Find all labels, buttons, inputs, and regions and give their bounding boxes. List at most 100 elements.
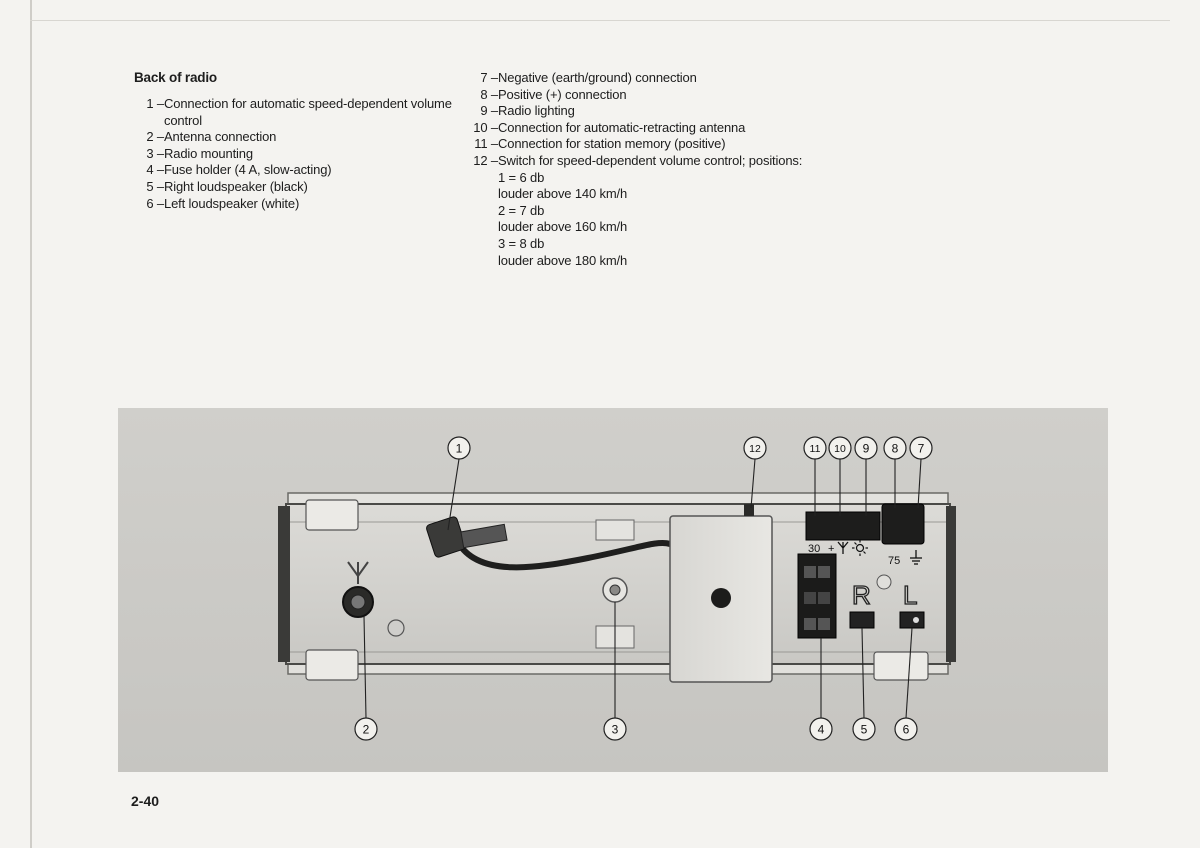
mounting-tab [305, 649, 359, 681]
scan-edge [30, 0, 32, 848]
legend-item: 9 –Radio lighting [440, 103, 818, 120]
switch-position-text: 2 = 7 db [498, 202, 545, 218]
legend-number: 7 – [480, 70, 498, 85]
speaker-left-label: L [903, 580, 917, 610]
left-edge-fins [278, 506, 290, 662]
terminal-7-8 [881, 503, 925, 545]
grounding-screw [387, 619, 405, 637]
lighting-symbol-icon [852, 540, 868, 556]
legend-item: 6 –Left loudspeaker (white) [120, 196, 464, 213]
antenna-symbol-icon [347, 561, 369, 584]
legend-text: Connection for station memory (positive) [498, 136, 726, 152]
legend-number: 1 – [146, 96, 164, 111]
svg-text:10: 10 [834, 443, 846, 455]
legend-item: 1 –Connection for automatic speed-depend… [120, 96, 464, 129]
callout-9: 9 [854, 436, 878, 460]
callout-2: 2 [354, 717, 378, 741]
left-speaker-socket [899, 611, 925, 629]
switch-position-line: louder above 140 km/h [440, 186, 818, 203]
callout-3: 3 [603, 717, 627, 741]
speaker-right-label: R [852, 580, 871, 610]
callout-12: 12 [743, 436, 767, 460]
svg-text:2: 2 [363, 723, 370, 737]
switch-position-line: 2 = 7 db [440, 203, 818, 220]
mounting-tab [305, 499, 359, 531]
legend-item: 7 –Negative (earth/ground) connection [440, 70, 818, 87]
terminal-75-label: 75 [888, 555, 900, 567]
switch-position-text: louder above 180 km/h [498, 252, 628, 268]
switch-position-text: 3 = 8 db [498, 235, 545, 251]
speaker-separator-screw [876, 574, 892, 590]
legend-text: Left loudspeaker (white) [164, 195, 300, 211]
switch-position-line: louder above 180 km/h [440, 253, 818, 270]
fuse-holder [797, 553, 837, 639]
svg-text:11: 11 [810, 443, 821, 455]
legend-number: 4 – [146, 162, 164, 178]
legend-number: 6 – [146, 195, 164, 211]
legend-text: Switch for speed-dependent volume contro… [498, 152, 803, 168]
right-speaker-socket [849, 611, 875, 629]
section-heading: Back of radio [134, 70, 217, 85]
legend-number: 2 – [146, 129, 164, 145]
svg-text:6: 6 [903, 723, 910, 737]
legend-left: 1 –Connection for automatic speed-depend… [120, 96, 464, 212]
callout-4: 4 [809, 717, 833, 741]
svg-text:9: 9 [863, 442, 870, 456]
legend-text: Radio lighting [498, 103, 575, 119]
callout-8: 8 [883, 436, 907, 460]
callout-5: 5 [852, 717, 876, 741]
switch-position-text: 1 = 6 db [498, 169, 545, 185]
callout-leader-lines [363, 458, 922, 719]
svg-text:1: 1 [456, 442, 463, 456]
legend-text: Positive (+) connection [498, 86, 627, 102]
switch-position-line: louder above 160 km/h [440, 219, 818, 236]
svg-text:3: 3 [612, 723, 619, 737]
terminal-block [805, 511, 881, 541]
legend-item: 4 –Fuse holder (4 A, slow-acting) [120, 162, 464, 179]
terminal-30-label: 30 [808, 543, 820, 555]
terminal-plus-label: + [828, 543, 834, 555]
ground-symbol-icon [910, 550, 922, 565]
legend-number: 3 – [146, 145, 164, 161]
svg-text:4: 4 [818, 723, 825, 737]
svg-text:12: 12 [749, 443, 761, 455]
legend-number: 8 – [480, 86, 498, 102]
switch-position-line: 3 = 8 db [440, 236, 818, 253]
legend-number: 5 – [146, 178, 164, 194]
antenna-terminal-icon [837, 541, 849, 554]
legend-text: Connection for automatic-retracting ante… [498, 119, 746, 135]
legend-item: 3 –Radio mounting [120, 146, 464, 163]
right-edge-fins [946, 506, 956, 662]
legend-item: 12 –Switch for speed-dependent volume co… [440, 153, 818, 170]
radio-back-photo: 30 + 75 R L 1 2 3 4 5 [118, 408, 1108, 772]
svg-text:5: 5 [861, 723, 868, 737]
switch-position-line: 1 = 6 db [440, 170, 818, 187]
page-number: 2-40 [131, 793, 160, 809]
legend-item: 5 –Right loudspeaker (black) [120, 179, 464, 196]
legend-number: 11 – [474, 136, 498, 152]
legend-item: 2 –Antenna connection [120, 129, 464, 146]
legend-text: Fuse holder (4 A, slow-acting) [164, 162, 332, 178]
switch-position-text: louder above 160 km/h [498, 219, 628, 235]
legend-number: 12 – [473, 152, 498, 168]
mounting-tab [873, 651, 929, 681]
legend-text: Radio mounting [164, 145, 253, 161]
switch-12 [744, 504, 754, 516]
legend-text: Right loudspeaker (black) [164, 178, 308, 194]
legend-number: 9 – [480, 103, 498, 119]
switch-position-text: louder above 140 km/h [498, 186, 628, 202]
callout-6: 6 [894, 717, 918, 741]
scan-edge-top [30, 20, 1170, 21]
volume-control-cable [455, 539, 673, 571]
legend-item: 8 –Positive (+) connection [440, 87, 818, 104]
legend-right: 7 –Negative (earth/ground) connection 8 … [440, 70, 818, 269]
callout-11: 11 [803, 436, 827, 460]
mounting-tab [595, 519, 635, 541]
legend-text: Connection for automatic speed-dependent… [164, 96, 452, 128]
legend-number: 10 – [473, 119, 498, 135]
legend-text: Antenna connection [164, 129, 277, 145]
callout-7: 7 [909, 436, 933, 460]
legend-text: Negative (earth/ground) connection [498, 70, 697, 85]
svg-text:8: 8 [892, 442, 899, 456]
legend-item: 11 –Connection for station memory (posit… [440, 136, 818, 153]
